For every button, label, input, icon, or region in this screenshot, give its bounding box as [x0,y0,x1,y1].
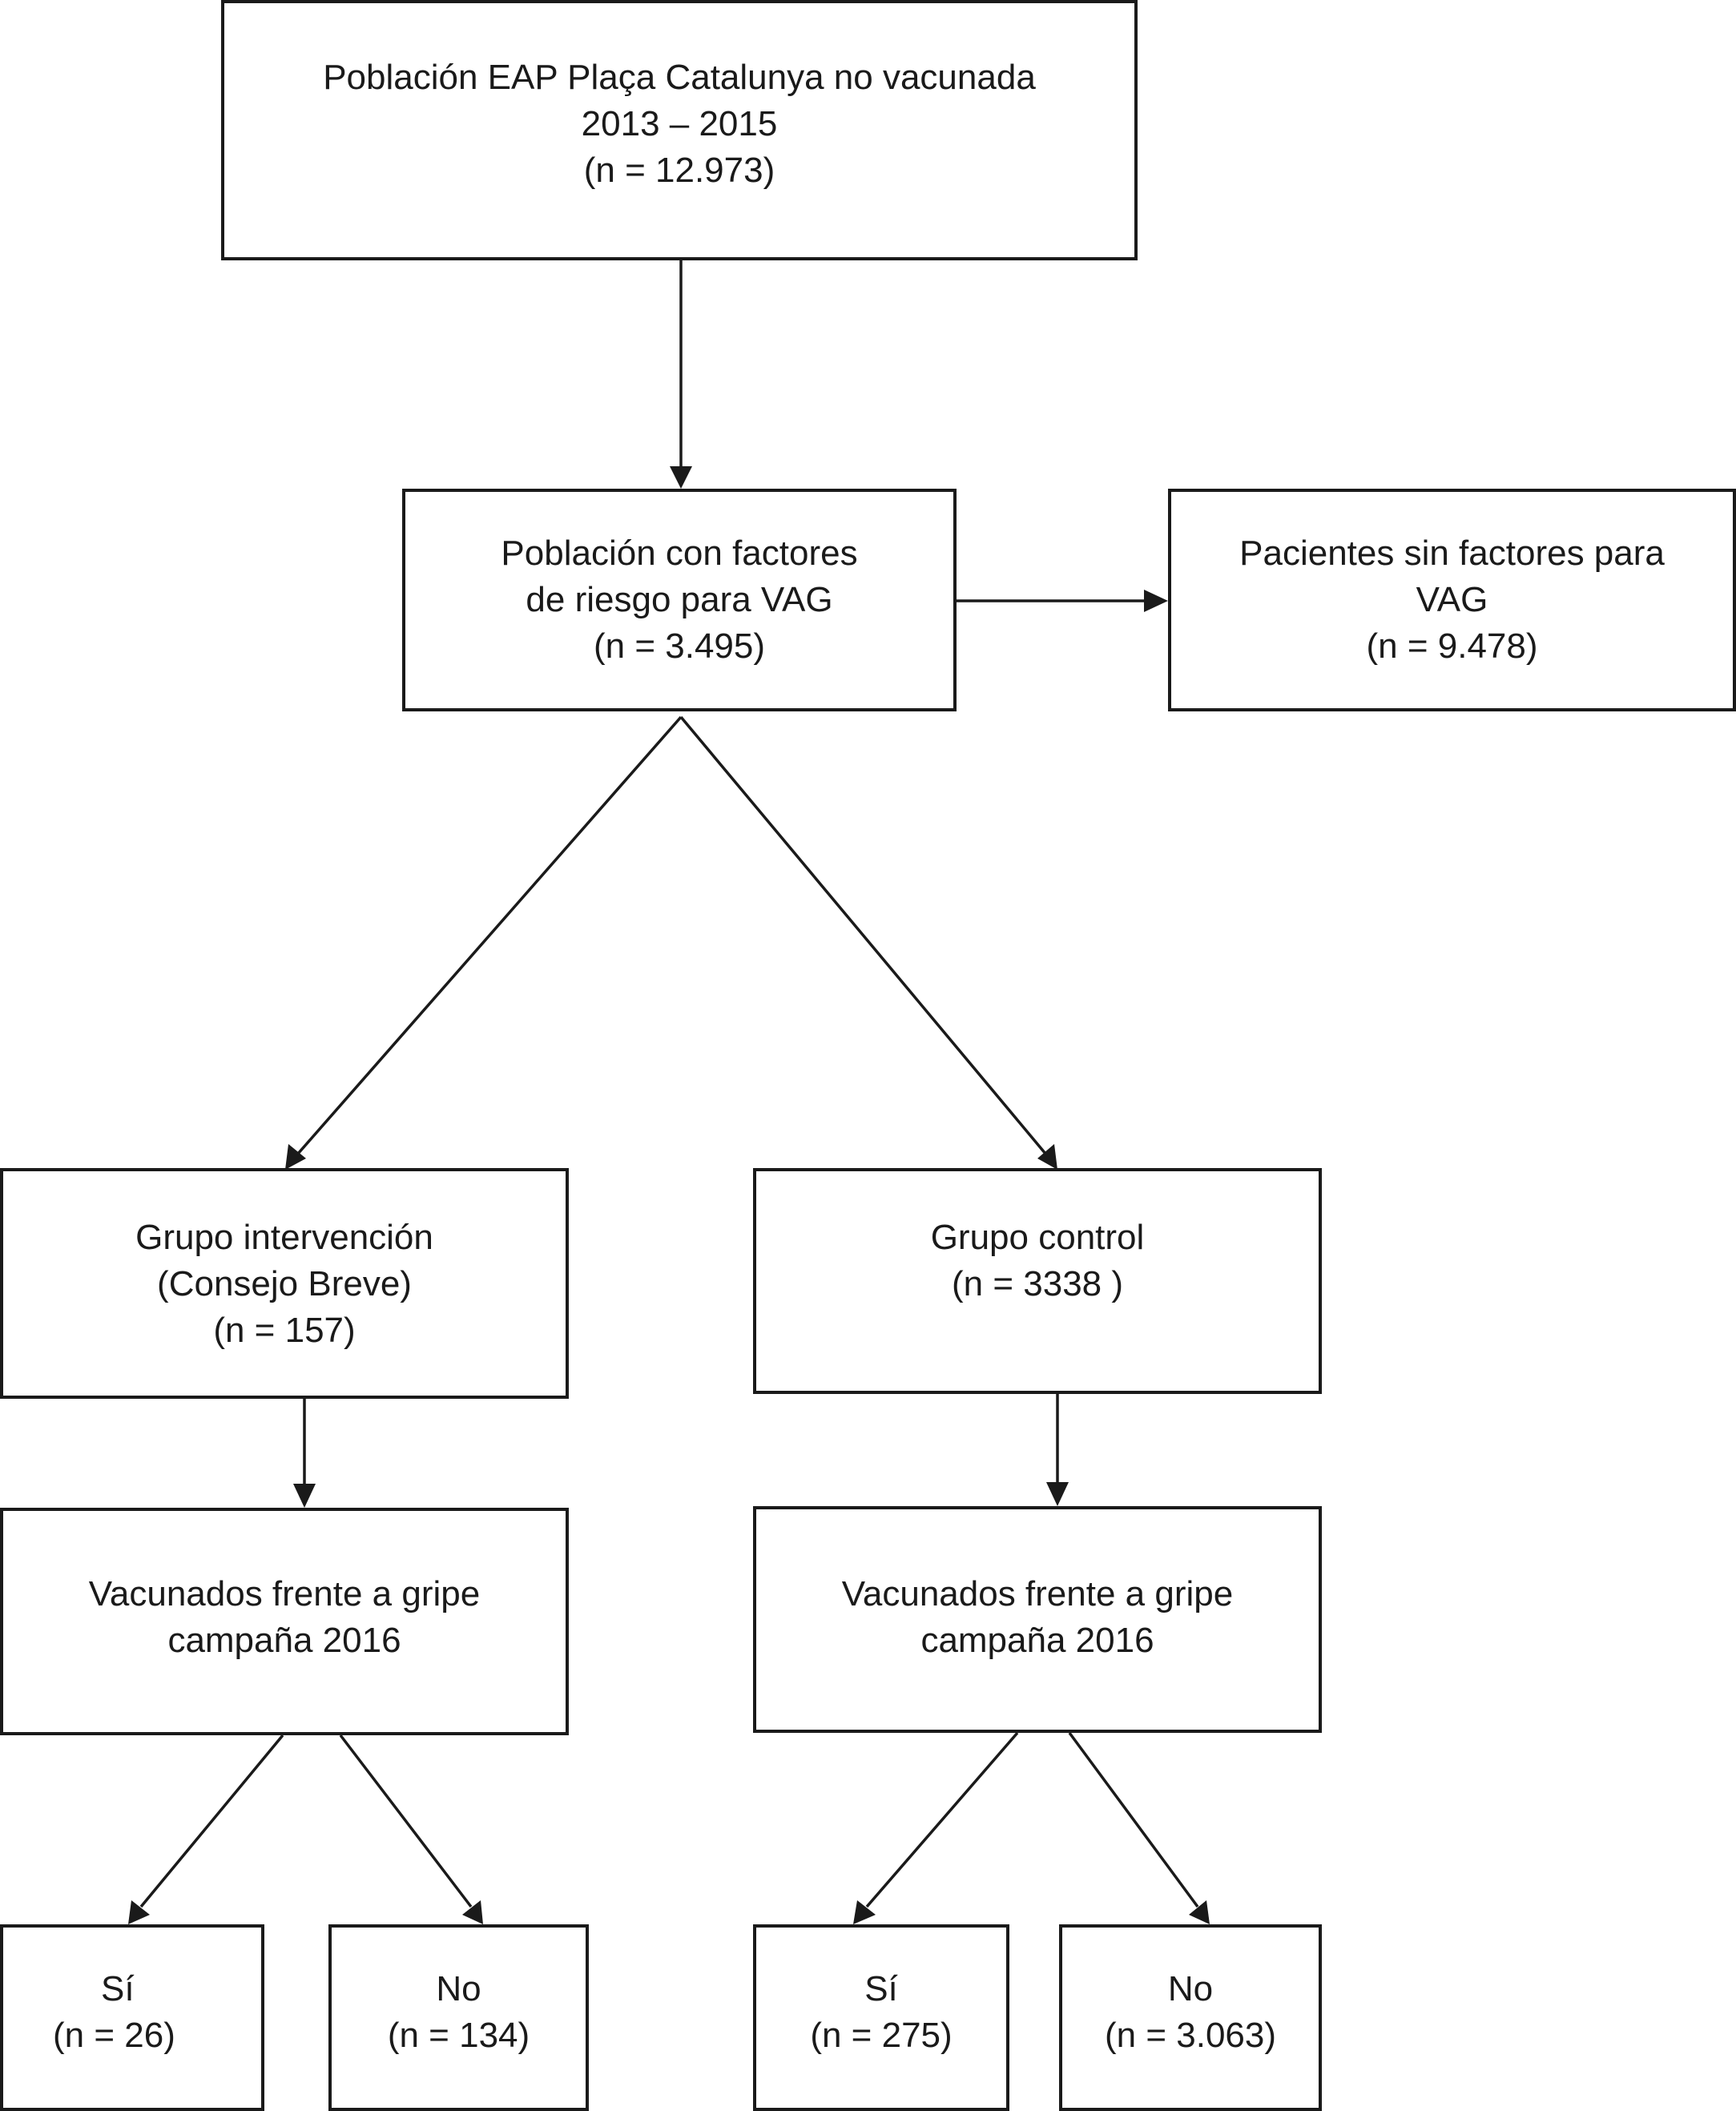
arrowhead-icon [1144,590,1168,612]
box-control-no: No (n = 3.063) [1059,1924,1322,2111]
arrowhead-icon [285,1144,306,1170]
box-line: (n = 9.478) [1366,626,1538,666]
box-line: 2013 – 2015 [581,104,778,143]
box-line: Sí [101,1969,135,2008]
box-line: (n = 275) [810,2016,953,2055]
box-line: campaña 2016 [167,1621,401,1660]
arrowhead-icon [1189,1900,1210,1924]
box-line: (n = 157) [213,1311,356,1350]
arrowhead-icon [1046,1482,1069,1506]
box-patients-without-factors: Pacientes sin factores para VAG (n = 9.4… [1168,489,1736,711]
box-intervention-group: Grupo intervención (Consejo Breve) (n = … [0,1168,569,1399]
box-line: Vacunados frente a gripe [841,1574,1234,1613]
arrow-vacc-int-to-yes [139,1734,284,1908]
box-line: (n = 3338 ) [951,1264,1124,1303]
box-vaccinated-control: Vacunados frente a gripe campaña 2016 [753,1506,1322,1733]
box-population-no-vaccinated: Población EAP Plaça Catalunya no vacunad… [221,0,1138,260]
box-line: (n = 3.063) [1104,2016,1277,2055]
arrowhead-icon [1037,1144,1057,1170]
box-line: No [1167,1969,1214,2008]
box-line: Población EAP Plaça Catalunya no vacunad… [323,58,1036,97]
box-intervention-no: No (n = 134) [328,1924,589,2111]
arrow-vacc-ctrl-to-no [1068,1731,1199,1908]
arrowhead-icon [853,1900,876,1924]
box-line: (n = 3.495) [593,626,766,666]
box-line: Vacunados frente a gripe [88,1574,481,1613]
box-line: Sí [864,1969,898,2008]
arrowhead-icon [462,1900,483,1924]
box-line: Pacientes sin factores para [1239,534,1665,573]
box-line: Grupo intervención [135,1218,433,1257]
box-control-yes: Sí (n = 275) [753,1924,1009,2111]
arrow-vacc-int-to-no [339,1734,473,1908]
arrow-vacc-ctrl-to-yes [865,1731,1019,1908]
arrowhead-icon [128,1900,150,1924]
box-control-group: Grupo control (n = 3338 ) [753,1168,1322,1394]
arrowhead-icon [293,1484,316,1508]
box-intervention-yes: Sí (n = 26) [0,1924,264,2111]
box-population-risk-factors: Población con factores de riesgo para VA… [402,489,957,711]
box-line: (n = 134) [387,2016,530,2055]
arrow-risk-to-intervention [296,715,683,1155]
arrowhead-icon [670,466,692,489]
box-line: de riesgo para VAG [526,580,833,619]
box-line: Población con factores [501,534,858,573]
box-line: VAG [1416,580,1488,619]
box-vaccinated-intervention: Vacunados frente a gripe campaña 2016 [0,1508,569,1735]
box-line: Grupo control [930,1218,1145,1257]
box-line: (n = 12.973) [583,151,775,190]
box-line: campaña 2016 [920,1621,1154,1660]
box-line: (Consejo Breve) [157,1264,412,1303]
arrow-risk-to-control [679,715,1047,1155]
box-line: (n = 26) [53,2016,175,2055]
box-line: No [436,1969,481,2008]
